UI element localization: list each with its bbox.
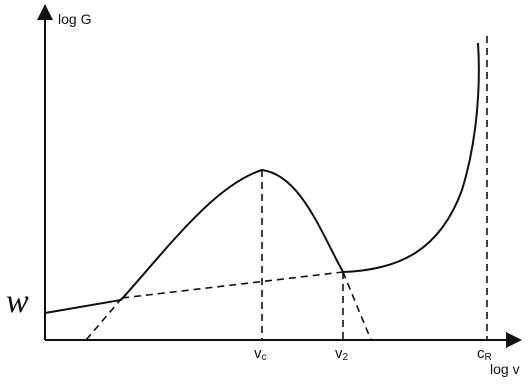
main-curve <box>44 42 480 314</box>
w-label: w <box>6 283 29 320</box>
y-axis-label: log G <box>58 11 91 27</box>
dashed-left-extension <box>85 297 123 341</box>
v2-label: v2 <box>335 345 349 363</box>
dashed-baseline <box>121 271 344 299</box>
x-axis-label: log v <box>490 361 520 377</box>
vc-label: vc <box>254 345 267 363</box>
dashed-right-extension <box>342 271 372 341</box>
cr-label: cR <box>477 345 492 363</box>
